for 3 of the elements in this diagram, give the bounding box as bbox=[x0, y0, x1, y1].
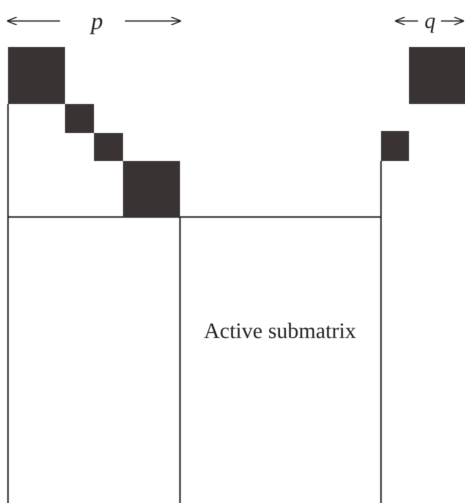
region-label: Active submatrix bbox=[202, 317, 358, 345]
dimension-label: p bbox=[88, 8, 104, 37]
dimension-label: q bbox=[424, 7, 436, 35]
